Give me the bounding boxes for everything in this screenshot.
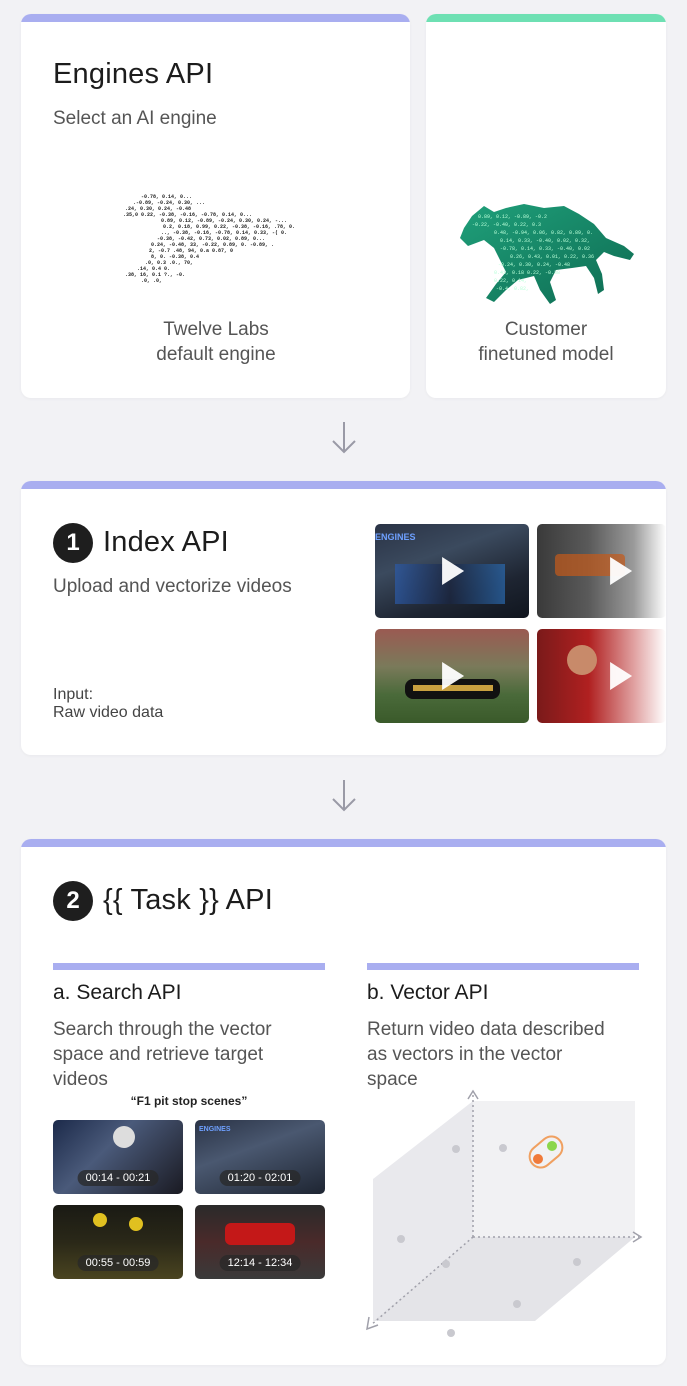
search-api-description: Search through the vector space and retr… [53, 1017, 272, 1092]
vector-desc-line: Return video data described [367, 1019, 605, 1040]
svg-text:0.24, -0.48, 33, -0.22, 0.89,: 0.24, -0.48, 33, -0.22, 0.89, 0. -0.89, … [151, 242, 274, 248]
svg-text:-0.22, -0.40, 0.22, 0.3: -0.22, -0.40, 0.22, 0.3 [472, 222, 541, 228]
svg-text:0.89, 0.12, -0.89, -0.24, 0.30: 0.89, 0.12, -0.89, -0.24, 0.30, 0.24, -.… [161, 218, 287, 224]
index-title: Index API [103, 526, 229, 558]
svg-text:.35,0 0.22, -0.38, -0.16, -: .35,0 0.22, -0.38, -0.16, -0.78, 0.14, 0… [123, 212, 252, 218]
vector-space-illustration [366, 1089, 643, 1337]
index-subtitle: Upload and vectorize videos [53, 576, 292, 597]
vector-api-title: b. Vector API [367, 981, 489, 1004]
timecode-badge: 12:14 - 12:34 [219, 1255, 301, 1271]
index-card: 1 Index API Upload and vectorize videos … [21, 481, 666, 755]
custom-engine-caption: Customer finetuned model [441, 317, 651, 367]
svg-text:-0.78, 0.14, 0.33, -0.40, 0.02: -0.78, 0.14, 0.33, -0.40, 0.02 [500, 246, 590, 252]
vector-desc-line: space [367, 1069, 418, 1090]
svg-text:.0, .0,: .0, .0, [141, 278, 162, 284]
svg-text:.., -0.38, -0.16, -0.78, 0.14,: .., -0.38, -0.16, -0.78, 0.14, 0.33, -( … [161, 230, 287, 236]
default-engine-horse-illustration: -0.78, 0.14, 0... .-0.89, -0.24, 0.30, .… [123, 194, 295, 284]
play-icon [442, 557, 465, 585]
search-desc-line: videos [53, 1069, 108, 1090]
card-accent-bar [21, 481, 666, 489]
video-thumbnail[interactable] [537, 524, 666, 618]
video-thumbnail[interactable] [537, 629, 666, 723]
svg-text:.24, 0.30, 0.24, -0.48: .24, 0.30, 0.24, -0.48 [125, 206, 191, 212]
svg-text:0.48, -0.94, 0.06, 0.82, 0.89,: 0.48, -0.94, 0.06, 0.82, 0.89, 0. [494, 230, 593, 236]
search-desc-line: Search through the vector [53, 1019, 272, 1040]
svg-text:.38, 16, 0.1: .38, 16, 0.1 ?., -0. [125, 272, 185, 278]
engines-title: Engines API [53, 58, 214, 90]
search-result-thumbnail[interactable]: ENGINES 01:20 - 02:01 [195, 1120, 325, 1194]
svg-text:0.2, 0.18, 0.99, 0.22, -0.38,: 0.2, 0.18, 0.99, 0.22, -0.38, -0.16, .78… [163, 224, 295, 230]
search-result-thumbnail[interactable]: 00:55 - 00:59 [53, 1205, 183, 1279]
engines-card: Engines API Select an AI engine -0.78, 0… [21, 14, 410, 398]
search-api-title: a. Search API [53, 981, 182, 1004]
custom-caption-line1: Customer [504, 319, 588, 340]
task-card: 2 {{ Task }} API a. Search API Search th… [21, 839, 666, 1365]
svg-text:0.26, 0.43, 0.01, 0.22, 0.36: 0.26, 0.43, 0.01, 0.22, 0.36 [510, 254, 594, 260]
default-engine-caption: Twelve Labs default engine [111, 317, 321, 367]
svg-text:-0.38, -0.42, 0.73, 0.02, 0.89: -0.38, -0.42, 0.73, 0.02, 0.89, 0... [157, 236, 265, 242]
timecode-badge: 01:20 - 02:01 [219, 1170, 301, 1186]
search-result-thumbnail[interactable]: 00:14 - 00:21 [53, 1120, 183, 1194]
svg-text:.0, 0.3 .0., 7: .0, 0.3 .0., 70, [145, 260, 193, 266]
svg-text:0.22, 0.14,: 0.22, 0.14, [494, 278, 527, 284]
custom-engine-horse-illustration: 0.89, 0.12, -0.89, -0.2 -0.22, -0.40, 0.… [460, 204, 634, 304]
vector-desc-line: as vectors in the vector [367, 1044, 563, 1065]
svg-text:-0.24, 0.30, 0.24, -0.48: -0.24, 0.30, 0.24, -0.48 [498, 262, 570, 268]
vector-accent-rule [367, 963, 639, 970]
search-query: “F1 pit stop scenes” [130, 1094, 248, 1108]
step-number-badge: 2 [53, 881, 93, 921]
custom-engine-card[interactable]: 0.89, 0.12, -0.89, -0.2 -0.22, -0.40, 0.… [426, 14, 666, 398]
svg-text:-0.4, 0.82,: -0.4, 0.82, [496, 286, 529, 292]
input-label: Input: [53, 686, 94, 703]
play-icon [442, 662, 465, 690]
svg-text:0.41, 0.18 0.22, -0.38: 0.41, 0.18 0.22, -0.38 [494, 270, 560, 276]
search-result-thumbnail[interactable]: 12:14 - 12:34 [195, 1205, 325, 1279]
video-thumbnail[interactable]: ENGINES [375, 524, 529, 618]
vector-api-description: Return video data described as vectors i… [367, 1017, 605, 1092]
play-icon [609, 557, 632, 585]
engines-subtitle: Select an AI engine [53, 108, 217, 129]
svg-text:.14, 0.4: .14, 0.4 0. [137, 266, 170, 272]
card-accent-bar [21, 839, 666, 847]
card-accent-bar [426, 14, 666, 22]
custom-caption-line2: finetuned model [478, 344, 614, 365]
search-desc-line: space and retrieve target [53, 1044, 264, 1065]
default-caption-line1: Twelve Labs [163, 319, 269, 340]
play-icon [609, 662, 632, 690]
arrow-down-icon [332, 780, 356, 812]
svg-text:2, -0.7 .48, 94, 0.a 0.: 2, -0.7 .48, 94, 0.a 0.87, 0 [149, 248, 233, 254]
timecode-badge: 00:55 - 00:59 [77, 1255, 159, 1271]
default-caption-line2: default engine [156, 344, 276, 365]
input-value: Raw video data [53, 704, 164, 721]
timecode-badge: 00:14 - 00:21 [77, 1170, 159, 1186]
video-thumbnail[interactable] [375, 629, 529, 723]
search-accent-rule [53, 963, 325, 970]
step-number-badge: 1 [53, 523, 93, 563]
svg-text:.-0.89, -0.24, 0.30, ...: .-0.89, -0.24, 0.30, ... [133, 200, 205, 206]
task-title: {{ Task }} API [103, 884, 273, 916]
svg-text:0.89, 0.12, -0.89, -0.2: 0.89, 0.12, -0.89, -0.2 [478, 214, 547, 220]
card-accent-bar [21, 14, 410, 22]
svg-text:8, 0. -0.38, 0.4: 8, 0. -0.38, 0.4 [151, 254, 199, 260]
svg-text:0.14, 0.33, -0.40, 0.02, 0.32,: 0.14, 0.33, -0.40, 0.02, 0.32, [500, 238, 590, 244]
svg-text:-0.78, 0.14, 0...: -0.78, 0.14, 0... [141, 194, 192, 200]
arrow-down-icon [332, 422, 356, 454]
